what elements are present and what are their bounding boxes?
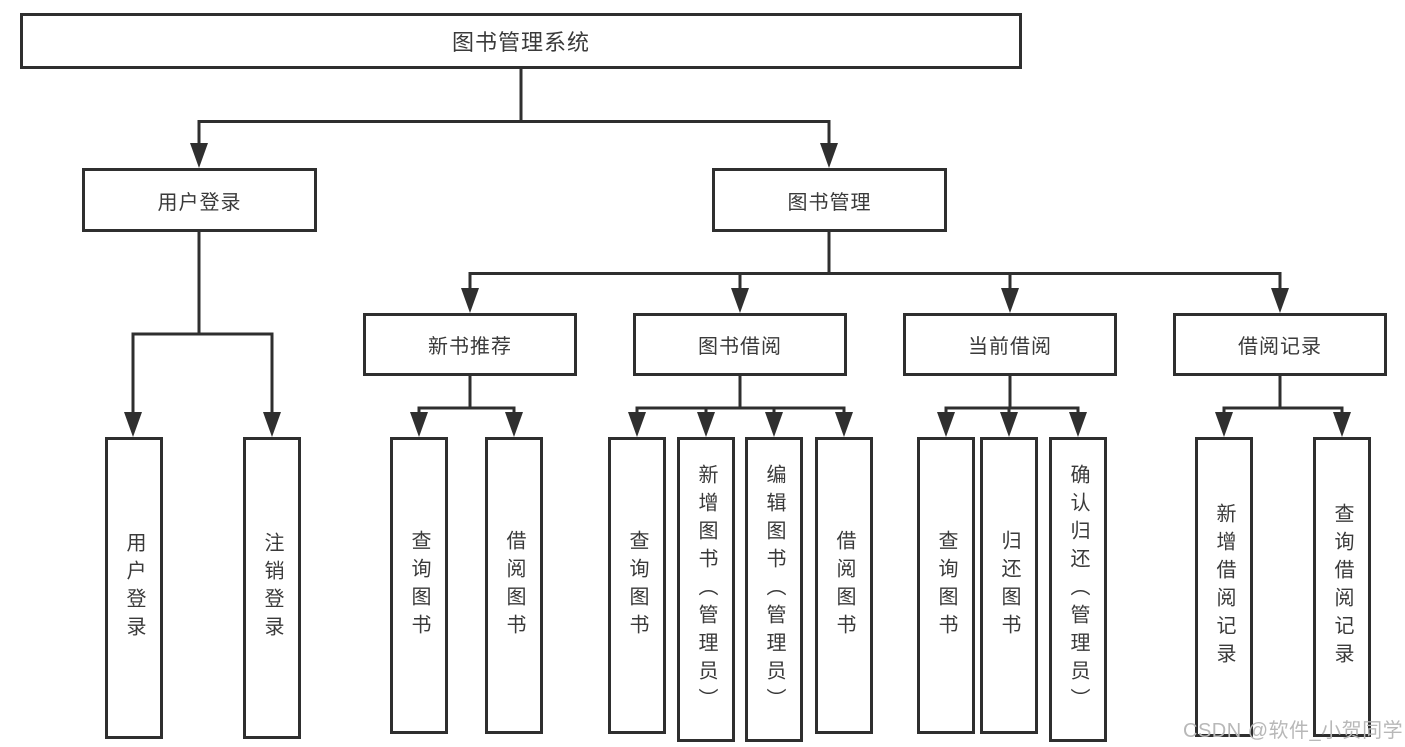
- leaf-logout: 注销登录: [243, 437, 301, 739]
- arrow-down-icon: [835, 412, 853, 437]
- arrow-down-icon: [697, 412, 715, 437]
- arrow-down-icon: [937, 412, 955, 437]
- arrow-down-icon: [1069, 412, 1087, 437]
- leaf-edit-books-admin: 编辑图书（管理员）: [745, 437, 803, 742]
- leaf-add-borrow-record: 新增借阅记录: [1195, 437, 1253, 737]
- node-library-management-system: 图书管理系统: [20, 13, 1022, 69]
- node-borrowing-records: 借阅记录: [1173, 313, 1387, 376]
- arrow-down-icon: [731, 288, 749, 313]
- node-book-borrowing: 图书借阅: [633, 313, 847, 376]
- arrow-down-icon: [628, 412, 646, 437]
- leaf-borrow-books: 借阅图书: [815, 437, 873, 734]
- node-new-book-recommendation: 新书推荐: [363, 313, 577, 376]
- leaf-borrow-books-recommend: 借阅图书: [485, 437, 543, 734]
- leaf-return-books: 归还图书: [980, 437, 1038, 734]
- leaf-query-books-recommend: 查询图书: [390, 437, 448, 734]
- arrow-down-icon: [765, 412, 783, 437]
- leaf-user-login: 用户登录: [105, 437, 163, 739]
- arrow-down-icon: [1000, 412, 1018, 437]
- arrow-down-icon: [1333, 412, 1351, 437]
- arrow-down-icon: [190, 143, 208, 168]
- arrow-down-icon: [410, 412, 428, 437]
- arrow-down-icon: [1001, 288, 1019, 313]
- arrow-down-icon: [124, 412, 142, 437]
- arrow-down-icon: [263, 412, 281, 437]
- csdn-watermark: CSDN @软件_小贺同学: [1183, 720, 1404, 742]
- arrow-down-icon: [461, 288, 479, 313]
- arrow-down-icon: [1271, 288, 1289, 313]
- arrow-down-icon: [1215, 412, 1233, 437]
- leaf-query-books-borrow: 查询图书: [608, 437, 666, 734]
- node-current-borrowing: 当前借阅: [903, 313, 1117, 376]
- leaf-query-borrow-record: 查询借阅记录: [1313, 437, 1371, 737]
- leaf-query-books-current: 查询图书: [917, 437, 975, 734]
- leaf-confirm-return-admin: 确认归还（管理员）: [1049, 437, 1107, 742]
- node-book-management: 图书管理: [712, 168, 947, 232]
- leaf-add-books-admin: 新增图书（管理员）: [677, 437, 735, 742]
- arrow-down-icon: [820, 143, 838, 168]
- arrow-down-icon: [505, 412, 523, 437]
- node-user-login: 用户登录: [82, 168, 317, 232]
